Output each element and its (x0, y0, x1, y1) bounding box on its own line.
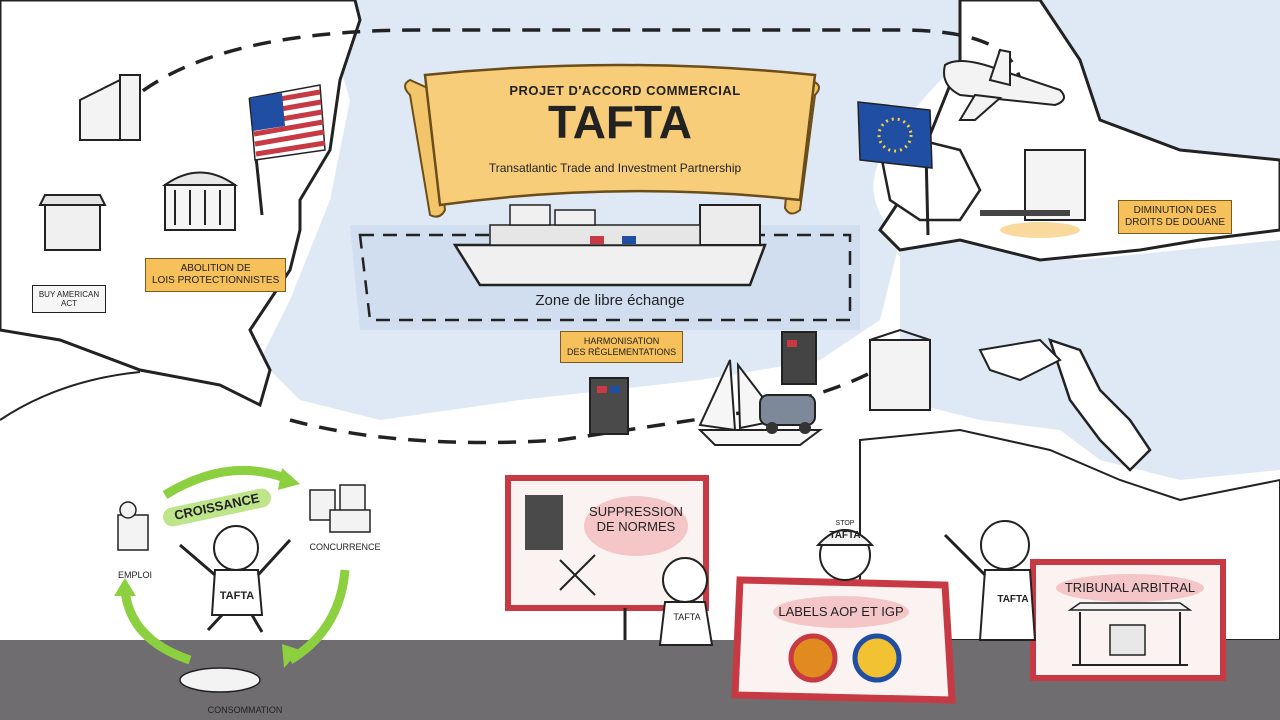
cargo-ship (452, 204, 767, 287)
banner-labels-text: LABELS AOP ET IGP (778, 604, 904, 619)
sign-suppression-text: SUPPRESSION DE NORMES (589, 504, 683, 534)
banner-title: TAFTA (548, 96, 692, 148)
label-emploi: EMPLOI (117, 570, 152, 580)
worker-figure (117, 501, 149, 551)
aop-seal (788, 633, 838, 683)
us-factory (79, 74, 141, 141)
man-fist (943, 520, 1037, 641)
cap-text: TAFTA (829, 530, 861, 541)
factories-concurrence (309, 484, 371, 533)
woman-protester (658, 557, 714, 646)
book-phone (781, 331, 817, 385)
mediterranean-sea (900, 230, 1280, 480)
igp-seal (852, 633, 902, 683)
man-cap (815, 529, 875, 581)
shoppers (179, 667, 261, 693)
label-concurrence: CONCURRENCE (309, 542, 381, 552)
buy-american-scroll: BUY AMERICAN ACT (32, 285, 106, 314)
sign-suppression (505, 475, 709, 640)
cap-stop-text: STOP (835, 520, 855, 527)
arrow-croissance (162, 465, 292, 499)
cheering-man (179, 525, 292, 633)
shirt-text-right: TAFTA (997, 594, 1029, 605)
label-consommation: CONSOMMATION (207, 705, 283, 715)
zone-label: Zone de libre échange (535, 292, 685, 309)
banner-labels (731, 576, 956, 704)
tag-abolition-text: ABOLITION DE LOIS PROTECTIONNISTES (152, 263, 280, 286)
sign-tribunal (1030, 559, 1226, 681)
market-stall (38, 194, 107, 251)
shirt-text-cycle: TAFTA (219, 590, 255, 602)
airplane (943, 48, 1065, 121)
italy-peninsula (1048, 338, 1152, 472)
regulations-book (589, 377, 629, 435)
tag-diminution: DIMINUTION DES DROITS DE DOUANE (1118, 200, 1233, 234)
banner-caption: Transatlantic Trade and Investment Partn… (488, 161, 742, 175)
tag-harmonisation: HARMONISATION DES RÉGLEMENTATIONS (560, 331, 684, 363)
sign-tribunal-text: TRIBUNAL ARBITRAL (1064, 580, 1196, 595)
sailboat (697, 359, 823, 446)
tag-abolition: ABOLITION DE LOIS PROTECTIONNISTES (145, 258, 287, 292)
arrow-consommation (120, 589, 192, 665)
banner-subtitle: PROJET D'ACCORD COMMERCIAL (509, 83, 741, 98)
eu-factory (869, 328, 931, 411)
free-trade-zone-boundary (118, 28, 1022, 445)
tafta-scroll (404, 63, 820, 218)
tag-harmonisation-text: HARMONISATION DES RÉGLEMENTATIONS (567, 336, 677, 357)
bank-building (161, 171, 239, 231)
eu-flag (857, 101, 933, 236)
tag-diminution-text: DIMINUTION DES DROITS DE DOUANE (1125, 205, 1226, 228)
car (759, 394, 816, 434)
us-flag (248, 84, 326, 216)
arrow-concurrence (287, 569, 350, 664)
shirt-text-left: TAFTA (673, 612, 701, 622)
customs-booth (980, 149, 1086, 238)
